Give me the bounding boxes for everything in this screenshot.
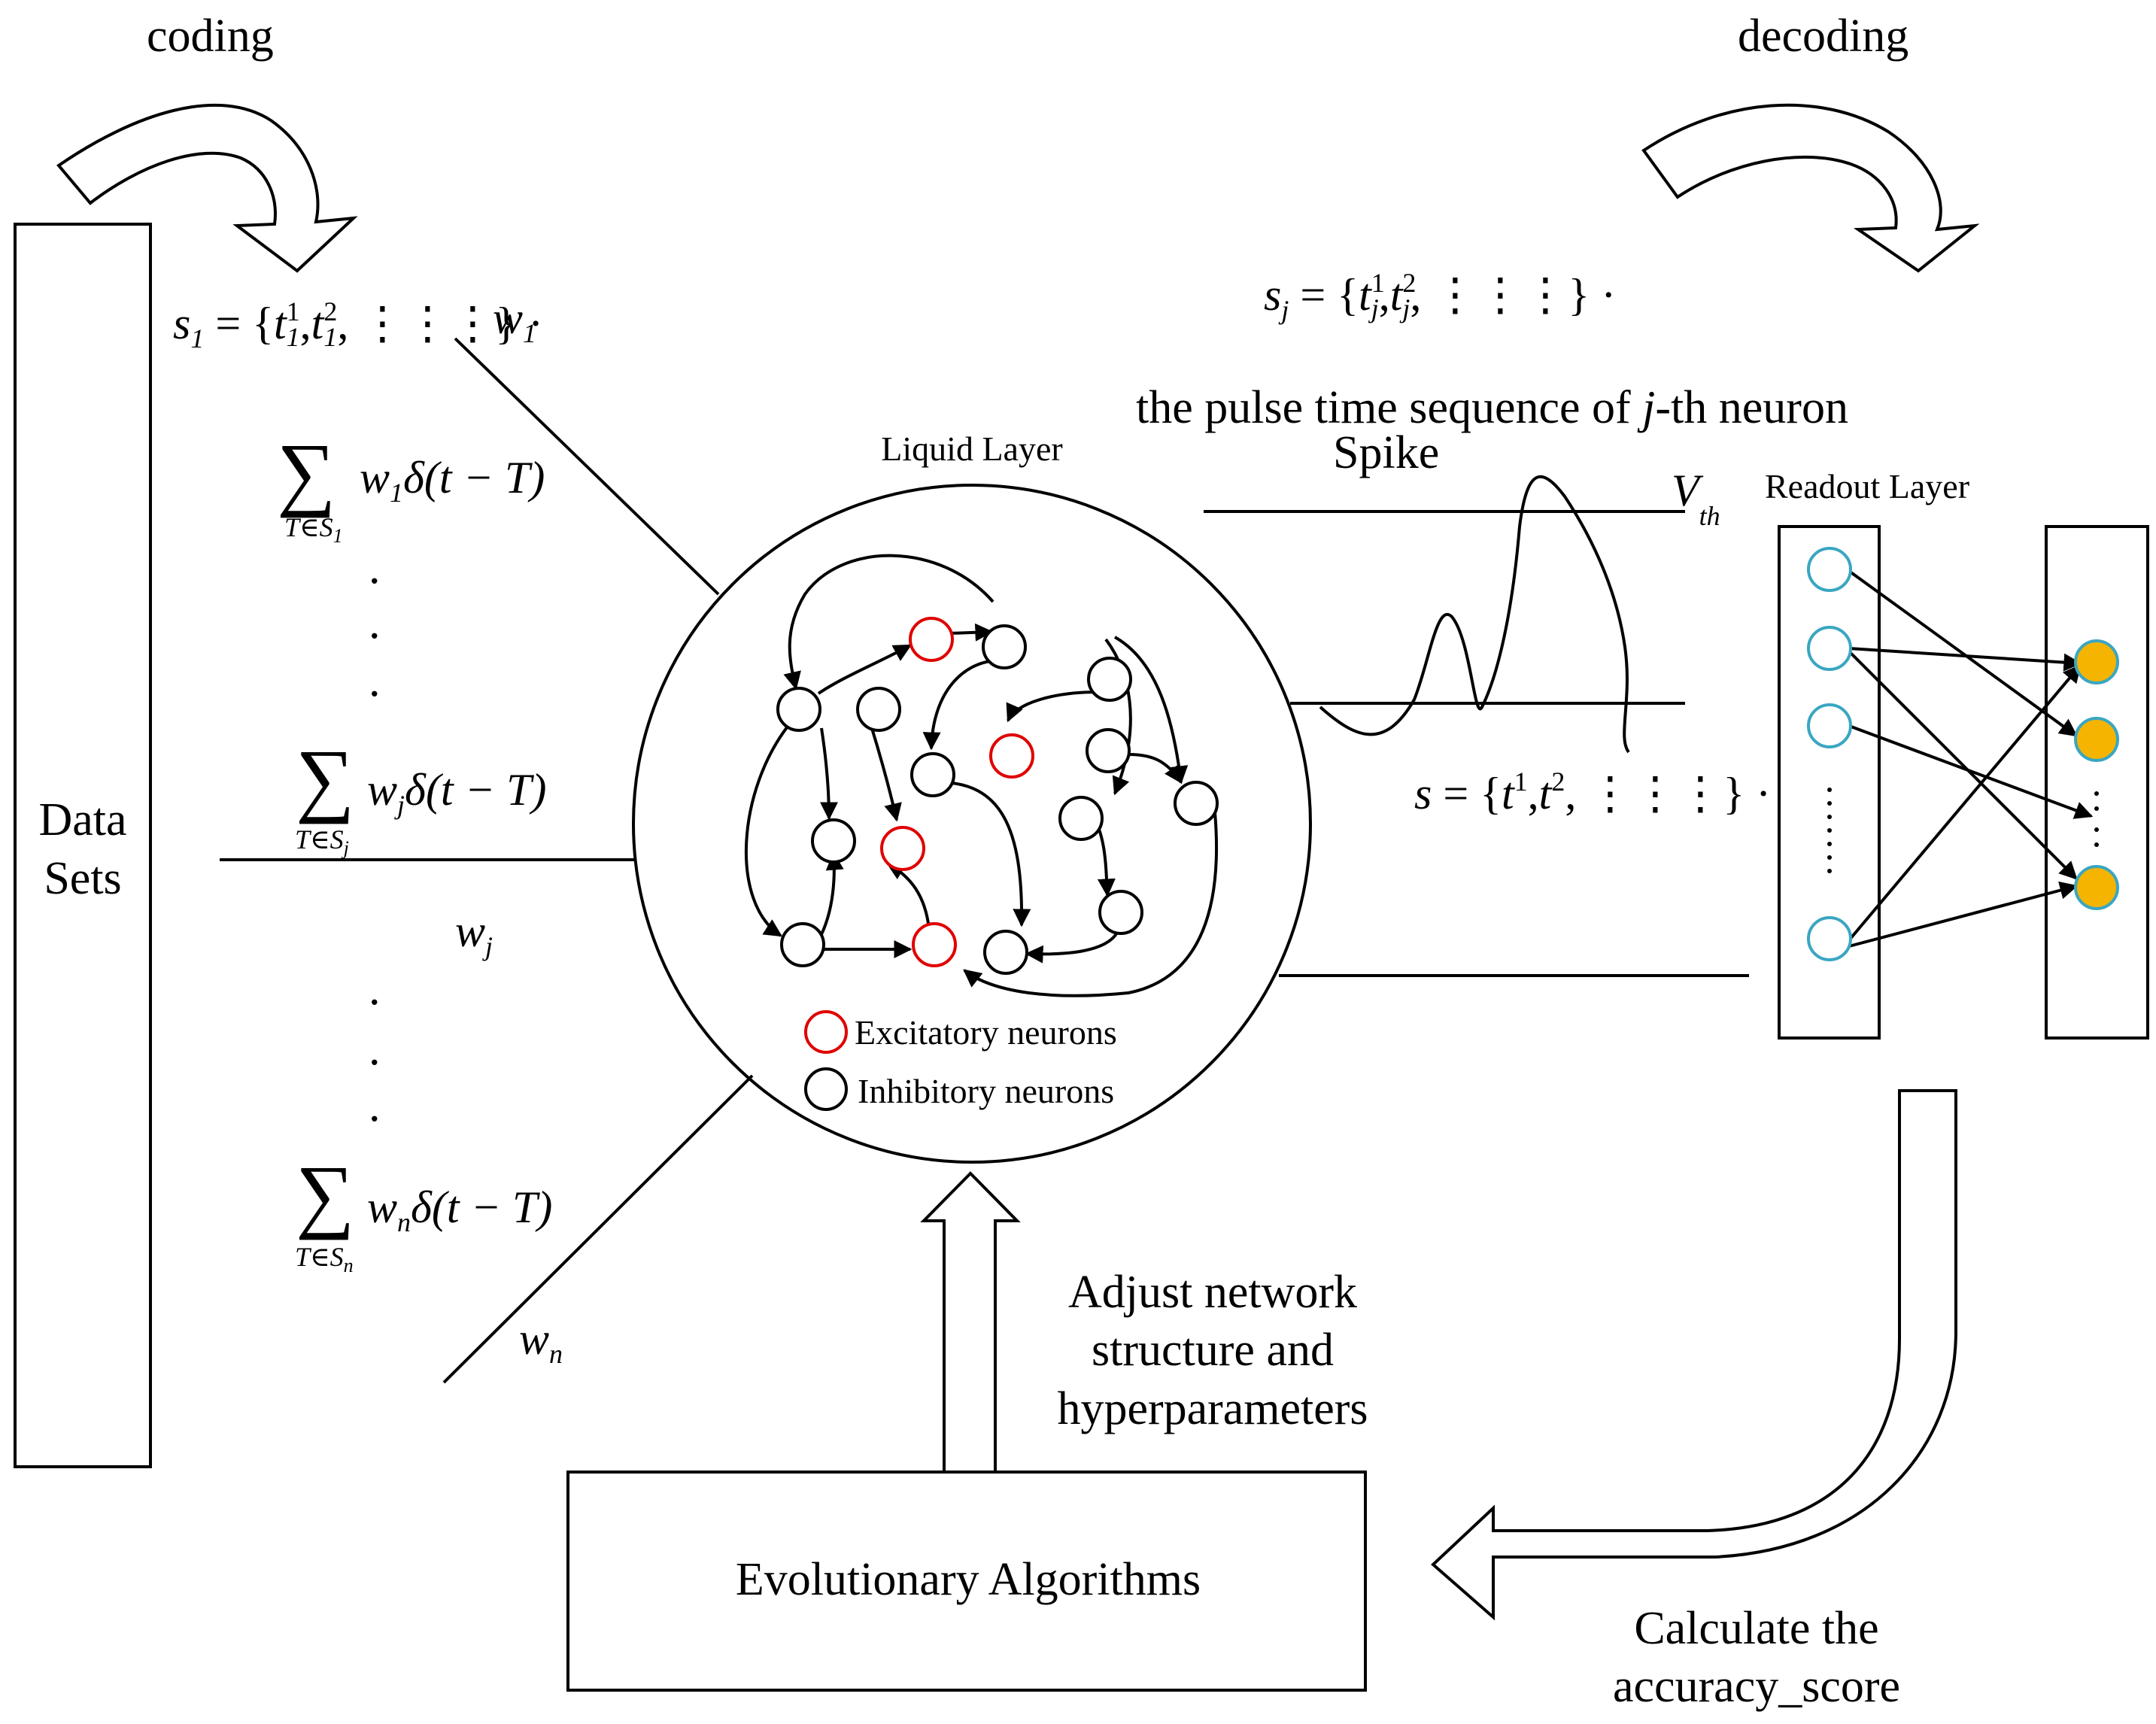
readout-input-neuron — [1807, 703, 1852, 748]
sum-formula-1: ∑ w1δ(t − T) T∈S1 — [277, 426, 545, 547]
svg-text:.: . — [369, 1024, 381, 1075]
readout-connections — [1845, 568, 2094, 948]
readout-output-column — [2045, 525, 2149, 1040]
svg-text:T∈Sn: T∈Sn — [295, 1242, 354, 1276]
readout-output-neuron — [2074, 639, 2119, 684]
adjust-up-arrow — [920, 1171, 1021, 1474]
vertical-ellipsis-upper: . . . — [369, 542, 381, 706]
svg-text:.: . — [369, 1080, 381, 1131]
svg-text:∑: ∑ — [296, 733, 354, 824]
readout-input-neuron — [1807, 547, 1852, 592]
svg-text:s1 = {t11,t21, ⋮⋮⋮} ·: s1 = {t11,t21, ⋮⋮⋮} · — [173, 296, 543, 354]
svg-text:.: . — [369, 655, 381, 706]
svg-text:T∈Sj: T∈Sj — [295, 824, 349, 859]
pulse-sequence-caption: the pulse time sequence of j-th neuron — [1136, 382, 1848, 433]
inhibitory-neuron — [982, 624, 1027, 669]
threshold-vth-label: Vth — [1672, 466, 1720, 531]
sum-formula-j: ∑ wjδ(t − T) T∈Sj — [295, 733, 546, 859]
inhibitory-neuron — [856, 687, 901, 732]
coding-label: coding — [147, 11, 274, 62]
inhibitory-legend-label: Inhibitory neurons — [858, 1072, 1114, 1110]
adjust-label-line1: Adjust network — [1068, 1267, 1357, 1318]
coding-curved-arrow — [56, 104, 358, 273]
evolutionary-algorithms-label: Evolutionary Algorithms — [736, 1554, 1201, 1605]
readout-input-neurons — [1807, 547, 1852, 961]
readout-output-ellipsis — [2094, 791, 2099, 847]
readout-input-ellipsis — [1827, 788, 1832, 873]
readout-input-column — [1778, 525, 1881, 1040]
adjust-label-line2: structure and — [1092, 1325, 1334, 1376]
weight-w1: w1 — [493, 293, 536, 348]
calculate-label-line2: accuracy_score — [1613, 1661, 1900, 1712]
data-sets-label-line1: Data — [38, 794, 126, 845]
inhibitory-neuron — [780, 922, 825, 967]
excitatory-neuron — [880, 826, 925, 871]
inhibitory-neuron — [776, 687, 821, 732]
inhibitory-neuron — [1058, 796, 1104, 841]
inhibitory-neuron — [1086, 728, 1131, 773]
liquid-neurons — [776, 617, 1219, 975]
svg-text:wnδ(t − T): wnδ(t − T) — [367, 1182, 552, 1237]
excitatory-legend-swatch — [804, 1010, 848, 1054]
decoding-curved-arrow — [1641, 103, 1980, 273]
inhibitory-neuron — [983, 930, 1028, 975]
input-line-w1 — [454, 337, 720, 596]
readout-input-neuron — [1807, 916, 1852, 961]
svg-text:∑: ∑ — [277, 426, 336, 518]
s-spike-train-formula: s = {t1,t2, ⋮⋮⋮} · — [1414, 766, 1771, 818]
excitatory-legend-label: Excitatory neurons — [855, 1013, 1117, 1052]
inhibitory-legend-swatch — [804, 1067, 848, 1111]
svg-text:.: . — [369, 542, 381, 593]
svg-text:wjδ(t − T): wjδ(t − T) — [367, 765, 546, 820]
weight-wj: wj — [455, 906, 493, 961]
sum-formula-n: ∑ wnδ(t − T) T∈Sn — [295, 1149, 552, 1276]
svg-text:sj = {t1j,t2j, ⋮⋮⋮} ·: sj = {t1j,t2j, ⋮⋮⋮} · — [1264, 268, 1616, 325]
svg-text:.: . — [369, 597, 381, 648]
readout-output-neuron — [2074, 865, 2119, 910]
decoding-label: decoding — [1738, 11, 1909, 62]
data-sets-label-line2: Sets — [44, 853, 121, 904]
adjust-label-line3: hyperparameters — [1057, 1383, 1368, 1434]
input-line-wn — [442, 1074, 754, 1384]
inhibitory-neuron — [1174, 781, 1219, 826]
neuron-legend: Excitatory neurons Inhibitory neurons — [804, 1010, 1117, 1111]
svg-text:.: . — [369, 964, 381, 1015]
readout-input-neuron — [1807, 626, 1852, 671]
inhibitory-neuron — [1087, 657, 1132, 702]
excitatory-neuron — [912, 922, 957, 967]
vertical-ellipsis-lower: . . . — [369, 964, 381, 1131]
readout-output-neurons — [2074, 639, 2119, 910]
liquid-connections — [744, 554, 1218, 997]
weight-wn: wn — [519, 1314, 563, 1369]
inhibitory-neuron — [811, 818, 856, 864]
excitatory-neuron — [989, 733, 1034, 779]
inhibitory-neuron — [1098, 890, 1143, 935]
readout-layer-label: Readout Layer — [1765, 467, 1969, 505]
svg-text:s = {t1,t2, ⋮⋮⋮} ·: s = {t1,t2, ⋮⋮⋮} · — [1414, 766, 1771, 818]
liquid-layer-circle — [632, 484, 1312, 1164]
inhibitory-neuron — [910, 752, 955, 797]
feedback-curved-arrow — [1431, 1089, 1957, 1621]
excitatory-neuron — [909, 617, 954, 662]
data-sets-box — [14, 223, 152, 1468]
membrane-potential-trace — [1319, 475, 1630, 754]
spike-label: Spike — [1333, 427, 1439, 478]
liquid-layer-label: Liquid Layer — [881, 429, 1062, 468]
svg-text:w1δ(t − T): w1δ(t − T) — [360, 453, 545, 508]
svg-text:∑: ∑ — [296, 1149, 354, 1240]
calculate-label-line1: Calculate the — [1634, 1603, 1878, 1654]
svg-text:T∈S1: T∈S1 — [284, 512, 343, 547]
readout-output-neuron — [2074, 717, 2119, 762]
